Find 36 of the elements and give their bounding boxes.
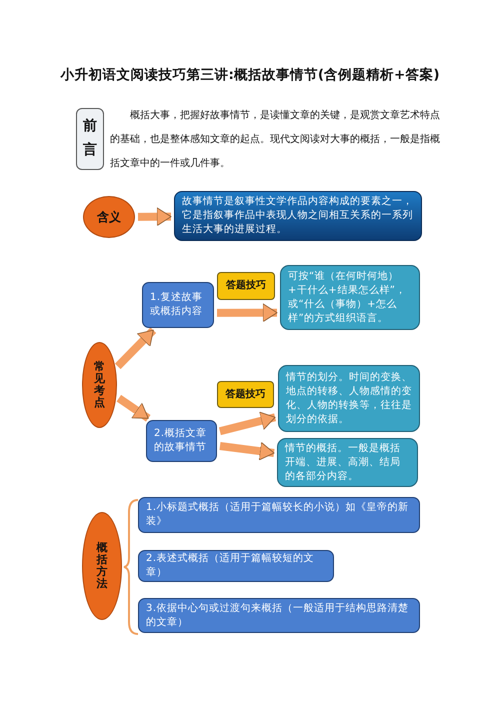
topic-ellipse (83, 196, 135, 238)
arrow (114, 327, 156, 370)
point-box (142, 282, 214, 328)
tip-box (277, 438, 418, 487)
node-text: 故事情节是叙事性文学作品内容构成的要素之一，它是指叙事作品中表现人物之间相互关系的一系列生活大事的进展过程。 (182, 195, 414, 237)
point-box (138, 598, 420, 633)
arrow (217, 303, 278, 322)
tip-box (280, 265, 420, 330)
definition-box (174, 191, 422, 241)
node-text: 概括方法 (96, 542, 108, 590)
node-text: 2.表述式概括（适用于篇幅较短的文章） (146, 552, 316, 580)
tip-tag (217, 381, 274, 408)
node-text: 1.小标题式概括（适用于篇幅较长的小说）如《皇帝的新装》 (146, 501, 410, 529)
point-box (138, 550, 334, 582)
point-box (138, 497, 420, 533)
node-text: 1.复述故事或概括内容 (150, 291, 204, 319)
node-text: 答题技巧 (226, 279, 266, 293)
node-text: 2.概括文章的故事情节 (154, 427, 208, 455)
node-text: 情节的概括。一般是概括开端、进展、高潮、结局的各部分内容。 (285, 442, 402, 484)
arrow (218, 412, 276, 436)
node-text: 情节的划分。时间的变换、地点的转移、人物感情的变化、人物的转换等，往往是划分的依据。 (286, 370, 412, 426)
intro-paragraph: 概括大事，把握好故事情节，是读懂文章的关键，是观赏文章艺术特点的基础，也是整体感知文章的起点。现代文阅读对大事的概括，一般是指概括文章中的一件或几件事。 (110, 108, 441, 171)
node-text: 3.依据中心句或过渡句来概括（一般适用于结构思路清楚的文章） (146, 602, 410, 630)
page-title: 小升初语文阅读技巧第三讲:概括故事情节(含例题精析+答案) (59, 66, 441, 84)
point-box (146, 420, 217, 462)
tip-tag (217, 272, 275, 300)
node-text: 含义 (97, 208, 121, 226)
heading-tag (76, 108, 104, 170)
node-text: 常见考点 (94, 360, 105, 410)
arrow (138, 207, 172, 226)
node-text: 答题技巧 (226, 388, 266, 402)
node-text: 前言 (83, 117, 97, 160)
arrow (116, 394, 151, 422)
arrow (219, 442, 275, 460)
tip-box (278, 365, 420, 432)
node-text: 可按“谁（在何时何地）+干什么+结果怎么样”，或“什么（事物）+怎么样”的方式组织语言。 (288, 270, 407, 326)
